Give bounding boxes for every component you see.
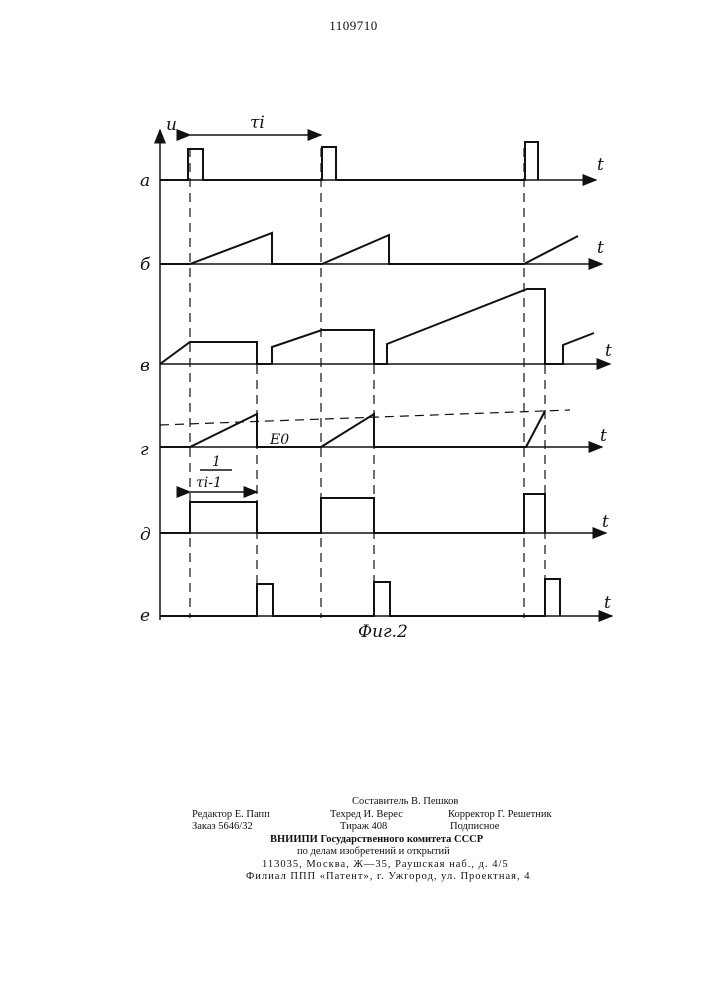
imprint-order: Заказ 5646/32 [192,821,253,834]
t-label-v: t [605,341,612,361]
trace-v: в t [140,289,612,376]
threshold-label: E0 [269,432,289,448]
imprint-compiler: Составитель В. Пешков [352,796,458,809]
row-label-v: в [140,356,150,376]
trace-e: е t [140,579,612,626]
imprint-org-line2: по делам изобретений и открытий [297,846,450,859]
t-label-g: t [600,426,607,446]
imprint-editor: Редактор Е. Папп [192,809,270,822]
t-label-d: t [602,512,609,532]
imprint-techred: Техред И. Верес [330,809,403,822]
row-label-d: д [140,525,151,545]
trace-g: г t E0 [140,410,607,460]
imprint-branch: Филиал ППП «Патент», г. Ужгород, ул. Про… [246,871,530,884]
row-label-g: г [140,440,149,460]
imprint-org-line1: ВНИИПИ Государственного комитета СССР [270,834,483,847]
inverse-period-annotation: 1 τi-1 [190,454,257,492]
inverse-denominator: τi-1 [196,475,222,491]
threshold-line [160,410,570,425]
timing-diagram: u τi а t б t в t г t E0 1 τi [0,0,707,700]
imprint-address: 113035, Москва, Ж—35, Раушская наб., д. … [262,859,509,872]
figure-caption: Фиг.2 [358,622,408,642]
t-label-a: t [597,155,604,175]
trace-a: а t [140,142,604,191]
t-label-b: t [597,238,604,258]
row-label-e: е [140,606,150,626]
imprint-subscription: Подписное [450,821,499,834]
period-label: τi [250,113,265,133]
inverse-numerator: 1 [212,454,221,470]
t-label-e: t [604,593,611,613]
row-label-b: б [140,255,151,275]
trace-b: б t [140,233,604,275]
imprint-circulation: Тираж 408 [340,821,387,834]
imprint-corrector: Корректор Г. Решетник [448,809,552,822]
imprint-block: Составитель В. Пешков Редактор Е. Папп Т… [0,796,707,884]
u-axis-label: u [166,115,177,135]
row-label-a: а [140,171,150,191]
